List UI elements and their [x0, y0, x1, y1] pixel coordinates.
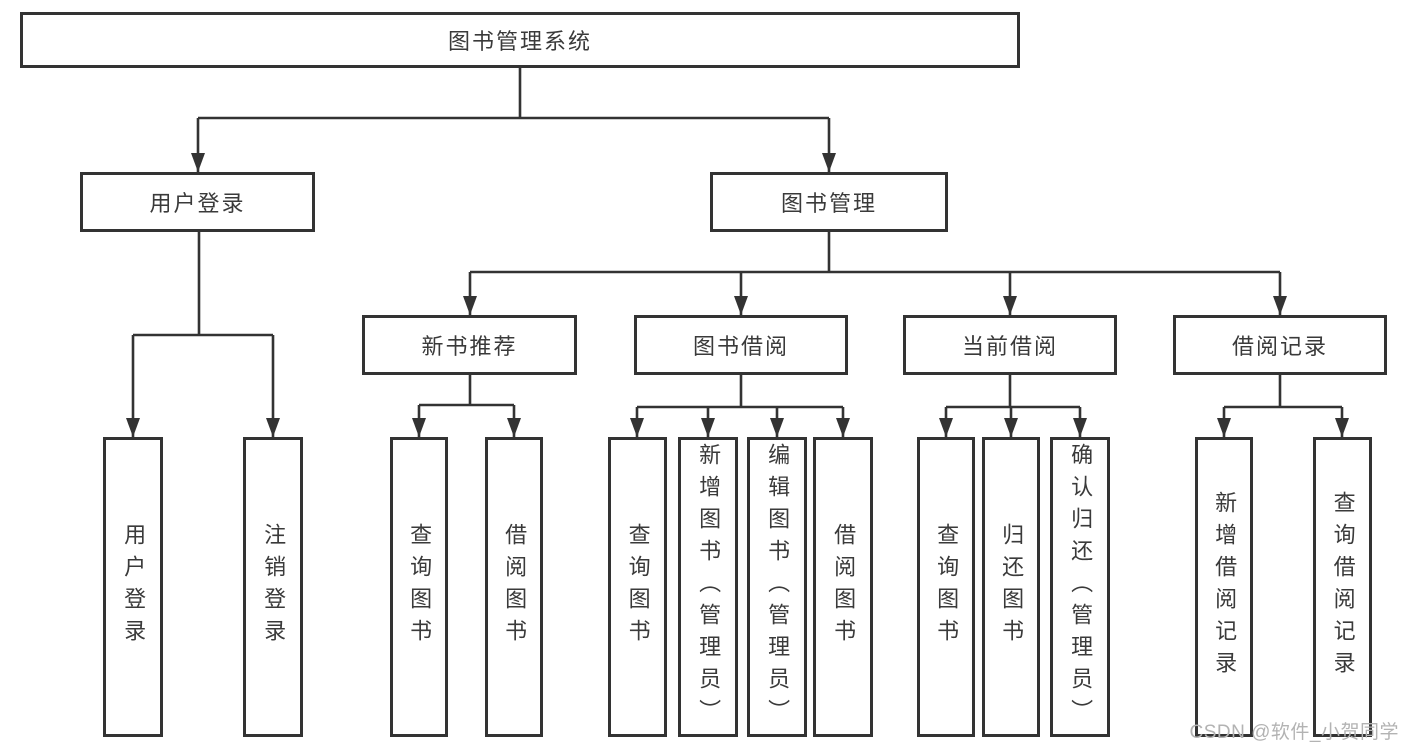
leaf-query-books-current: 查询图书	[917, 437, 975, 737]
leaf-borrow-books-borrow: 借阅图书	[813, 437, 873, 737]
leaf-add-borrow-record: 新增借阅记录	[1195, 437, 1253, 737]
node-label: 图书借阅	[692, 334, 789, 359]
node-label: 图书管理	[780, 191, 877, 216]
node-label: 新书推荐	[421, 334, 518, 359]
leaf-return-books: 归还图书	[982, 437, 1040, 737]
leaf-user-login: 用户登录	[103, 437, 163, 737]
leaf-query-books-borrow: 查询图书	[608, 437, 667, 737]
node-current-borrowing: 当前借阅	[903, 315, 1117, 375]
node-label: 图书管理系统	[447, 29, 592, 54]
watermark: CSDN @软件_小贺同学	[1189, 722, 1399, 743]
node-user-login: 用户登录	[80, 172, 315, 232]
node-label: 确认归还（管理员）	[1068, 443, 1094, 731]
node-library-management-system: 图书管理系统	[20, 12, 1020, 68]
node-label: 新增图书（管理员）	[696, 443, 722, 731]
leaf-query-books-recommend: 查询图书	[390, 437, 448, 737]
leaf-add-book-admin: 新增图书（管理员）	[678, 437, 738, 737]
node-label: 用户登录	[121, 523, 147, 651]
connector-trunk-lines	[133, 68, 1342, 409]
node-book-management: 图书管理	[710, 172, 948, 232]
leaf-confirm-return-admin: 确认归还（管理员）	[1050, 437, 1110, 737]
node-label: 归还图书	[999, 523, 1025, 651]
node-label: 编辑图书（管理员）	[765, 443, 791, 731]
node-label: 注销登录	[261, 523, 287, 651]
node-label: 用户登录	[149, 191, 246, 216]
node-label: 借阅图书	[502, 523, 528, 651]
node-label: 借阅记录	[1231, 334, 1328, 359]
node-label: 查询图书	[625, 523, 651, 651]
node-label: 查询图书	[934, 523, 960, 651]
node-label: 借阅图书	[831, 523, 857, 651]
node-label: 当前借阅	[961, 334, 1058, 359]
leaf-logout: 注销登录	[243, 437, 303, 737]
node-new-book-recommend: 新书推荐	[362, 315, 577, 375]
leaf-query-borrow-record: 查询借阅记录	[1313, 437, 1372, 737]
connector-arrows	[126, 118, 1349, 437]
node-borrowing-records: 借阅记录	[1173, 315, 1387, 375]
node-label: 查询图书	[407, 523, 433, 651]
leaf-borrow-books-recommend: 借阅图书	[485, 437, 543, 737]
node-label: 查询借阅记录	[1330, 491, 1356, 683]
leaf-edit-book-admin: 编辑图书（管理员）	[747, 437, 807, 737]
node-label: 新增借阅记录	[1212, 491, 1238, 683]
node-book-borrowing: 图书借阅	[634, 315, 848, 375]
